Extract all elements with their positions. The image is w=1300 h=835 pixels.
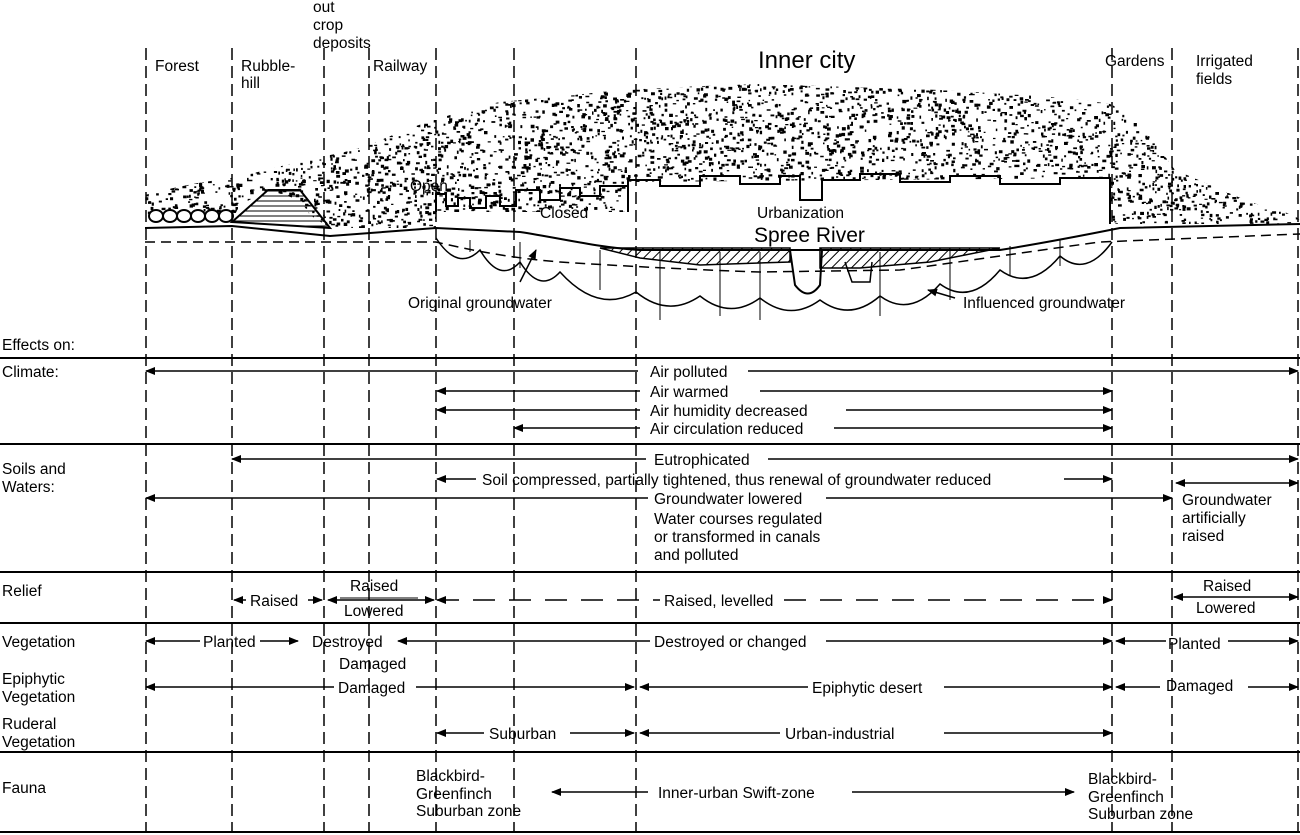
relief-lowered-b: Lowered (344, 603, 403, 620)
zone-outcrop-1: out (313, 0, 335, 16)
effect-water-courses-2: or transformed in canals (654, 529, 821, 546)
epi-desert: Epiphytic desert (812, 680, 923, 697)
effect-water-courses-1: Water courses regulated (654, 511, 822, 528)
section-epiphytic-1: Epiphytic (2, 671, 65, 688)
section-vegetation: Vegetation (2, 634, 75, 651)
relief-raised-b: Raised (350, 578, 398, 595)
relief-raised-c: Raised (1203, 578, 1251, 595)
veg-planted-b: Planted (1168, 636, 1221, 653)
effects-header: Effects on: (2, 337, 75, 354)
veg-damaged: Damaged (339, 656, 406, 673)
section-ruderal-2: Vegetation (2, 734, 75, 751)
section-soils-1: Soils and (2, 461, 66, 478)
fauna-right-1: Blackbird- (1088, 771, 1157, 788)
section-ruderal-1: Ruderal (2, 716, 56, 733)
zone-railway: Railway (373, 58, 428, 75)
fauna-left-1: Blackbird- (416, 768, 485, 785)
urban-texture (145, 84, 1300, 228)
effect-water-courses-3: and polluted (654, 547, 738, 564)
zone-outcrop-2: crop (313, 17, 343, 34)
zone-forest: Forest (155, 58, 200, 75)
relief-raised-a: Raised (250, 593, 298, 610)
section-rules (0, 357, 1300, 833)
label-influenced-groundwater: Influenced groundwater (963, 295, 1125, 312)
effect-air-circulation: Air circulation reduced (650, 421, 803, 438)
veg-destroyed-or-changed: Destroyed or changed (654, 634, 807, 651)
fauna-left-2: Greenfinch (416, 786, 492, 803)
zone-irrigated-1: Irrigated (1196, 53, 1253, 70)
effect-soil-compressed: Soil compressed, partially tightened, th… (482, 472, 991, 489)
zone-outcrop-3: deposits (313, 35, 371, 52)
label-spree-river: Spree River (754, 224, 865, 247)
effect-arrows (146, 371, 1298, 796)
effect-air-warmed: Air warmed (650, 384, 728, 401)
label-urbanization: Urbanization (757, 205, 844, 222)
section-relief: Relief (2, 583, 42, 600)
section-soils-2: Waters: (2, 479, 55, 496)
relief-lowered-c: Lowered (1196, 600, 1255, 617)
rubble-hill (229, 189, 333, 230)
zone-irrigated-2: fields (1196, 71, 1232, 88)
ground-profile (144, 223, 1300, 312)
section-climate: Climate: (2, 364, 59, 381)
rud-urban-industrial: Urban-industrial (785, 726, 894, 743)
epi-damaged-b: Damaged (1166, 678, 1233, 695)
label-open: Open (410, 178, 448, 195)
veg-planted-a: Planted (203, 634, 256, 651)
fauna-left-3: Suburban zone (416, 803, 521, 820)
fauna-right-3: Suburban zone (1088, 806, 1193, 823)
epi-damaged-a: Damaged (338, 680, 405, 697)
relief-levelled: Raised, levelled (664, 593, 773, 610)
effect-groundwater-lowered: Groundwater lowered (654, 491, 802, 508)
title-inner-city: Inner city (758, 47, 855, 74)
zone-dividers (145, 48, 1299, 832)
effect-eutrophicated: Eutrophicated (654, 452, 750, 469)
section-epiphytic-2: Vegetation (2, 689, 75, 706)
veg-destroyed: Destroyed (312, 634, 383, 651)
zone-rubble-2: hill (241, 75, 260, 92)
fauna-swift-zone: Inner-urban Swift-zone (658, 785, 815, 802)
fauna-right-2: Greenfinch (1088, 789, 1164, 806)
section-fauna: Fauna (2, 780, 46, 797)
effect-gw-raised-1: Groundwater (1182, 492, 1272, 509)
effect-gw-raised-3: raised (1182, 528, 1224, 545)
effect-gw-raised-2: artificially (1182, 510, 1246, 527)
effect-air-humidity: Air humidity decreased (650, 403, 808, 420)
effect-air-polluted: Air polluted (650, 364, 728, 381)
label-original-groundwater: Original groundwater (408, 295, 552, 312)
label-closed: Closed (540, 205, 588, 222)
zone-rubble-1: Rubble- (241, 58, 295, 75)
zone-gardens: Gardens (1105, 53, 1165, 70)
skyline (148, 173, 1111, 320)
rud-suburban: Suburban (489, 726, 556, 743)
